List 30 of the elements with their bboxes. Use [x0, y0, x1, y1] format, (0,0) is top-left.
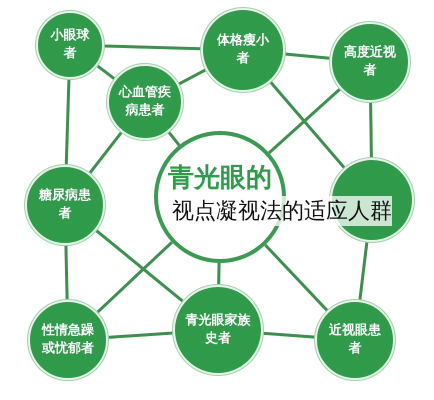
connector-line	[96, 241, 173, 314]
overlay-caption: 视点凝视法的适应人群	[172, 196, 392, 226]
node-label: 近视眼患者	[328, 322, 382, 358]
circle	[107, 64, 183, 140]
connector-line	[88, 131, 123, 174]
node-label: 高度近视者	[343, 44, 397, 80]
node-label: 心血管疾病患者	[118, 84, 172, 120]
node-label: 性情急躁或忧郁者	[40, 322, 95, 358]
connector-line	[108, 332, 174, 339]
node-label: 小眼球者	[49, 27, 90, 63]
connector-line	[178, 68, 207, 86]
connector-line	[64, 244, 69, 300]
node-label: 青光眼家族史者	[184, 312, 252, 348]
node-label: 体格瘦小者	[216, 32, 270, 68]
connector-line	[358, 242, 368, 300]
connector-line	[64, 78, 70, 166]
node-label: 青光眼的	[168, 162, 272, 195]
connector-line	[284, 52, 330, 60]
connector-line	[217, 262, 220, 286]
connector-line	[96, 64, 116, 80]
connector-line	[262, 332, 316, 339]
connector-line	[264, 244, 329, 312]
connector-line	[369, 102, 373, 158]
connector-line	[269, 80, 346, 170]
node-label: 糖尿病患者	[38, 187, 92, 223]
connector-line	[268, 88, 342, 154]
connector-line	[104, 44, 202, 50]
circle	[36, 11, 104, 79]
connector-line	[167, 130, 180, 146]
connector-line	[95, 229, 184, 303]
